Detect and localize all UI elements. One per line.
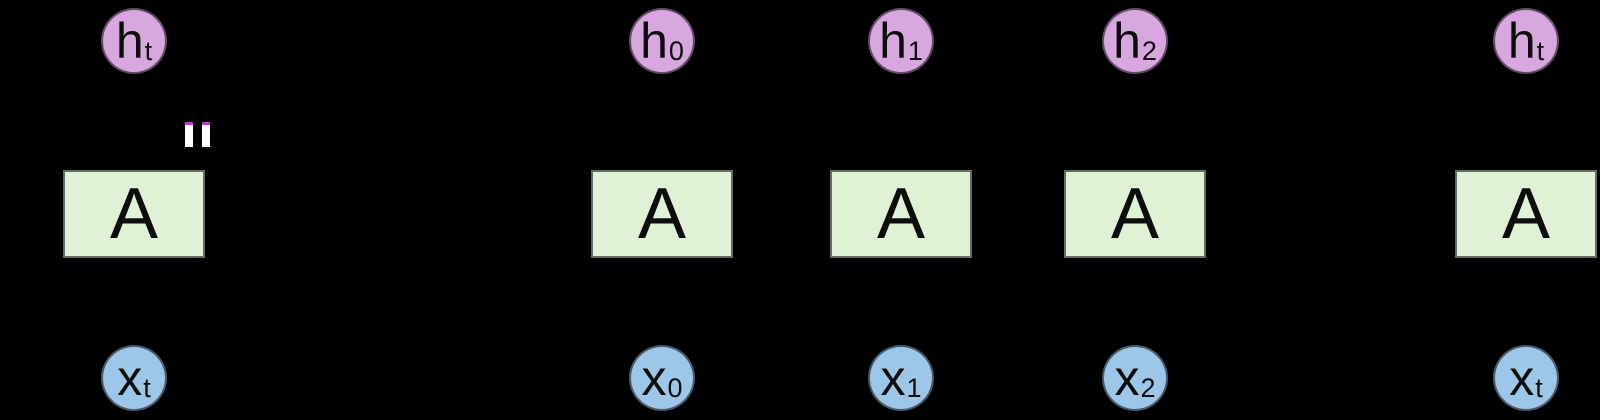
- rnn-cell-label: A: [1110, 174, 1160, 254]
- rnn-cell-box: A: [1064, 170, 1206, 258]
- input-subscript: t: [1535, 373, 1543, 403]
- hidden-state-label: h: [1113, 13, 1141, 69]
- input-subscript: 0: [667, 373, 683, 403]
- rnn-cell-box: A: [830, 170, 972, 258]
- input-label: x: [1509, 350, 1535, 406]
- hidden-state-subscript: 1: [907, 36, 923, 66]
- input-subscript: 1: [906, 373, 922, 403]
- hidden-state-label: h: [640, 13, 668, 69]
- input-subscript: t: [143, 373, 151, 403]
- rnn-cell-label: A: [876, 174, 926, 254]
- input-label: x: [1114, 350, 1140, 406]
- hidden-state-subscript: 2: [1141, 36, 1157, 66]
- arrowhead-bar-icon: [202, 122, 210, 147]
- input-subscript: 2: [1140, 373, 1156, 403]
- rnn-cell-label: A: [637, 174, 687, 254]
- hidden-state-label: h: [115, 13, 144, 69]
- arrowhead-bar-icon: [185, 122, 193, 147]
- hidden-state-label: h: [879, 13, 907, 69]
- hidden-state-label: h: [1507, 13, 1536, 69]
- input-label: x: [880, 350, 906, 406]
- hidden-state-subscript: 0: [668, 36, 684, 66]
- input-label: x: [117, 350, 143, 406]
- input-label: x: [641, 350, 667, 406]
- hidden-state-subscript: t: [144, 36, 153, 66]
- rnn-cell-label: A: [109, 174, 159, 254]
- rnn-cell-box: A: [63, 170, 205, 258]
- rnn-cell-label: A: [1501, 174, 1551, 254]
- rnn-cell-box: A: [1455, 170, 1597, 258]
- rnn-cell-box: A: [591, 170, 733, 258]
- hidden-state-subscript: t: [1536, 36, 1545, 66]
- loop-arrowhead-artifact: [185, 122, 213, 147]
